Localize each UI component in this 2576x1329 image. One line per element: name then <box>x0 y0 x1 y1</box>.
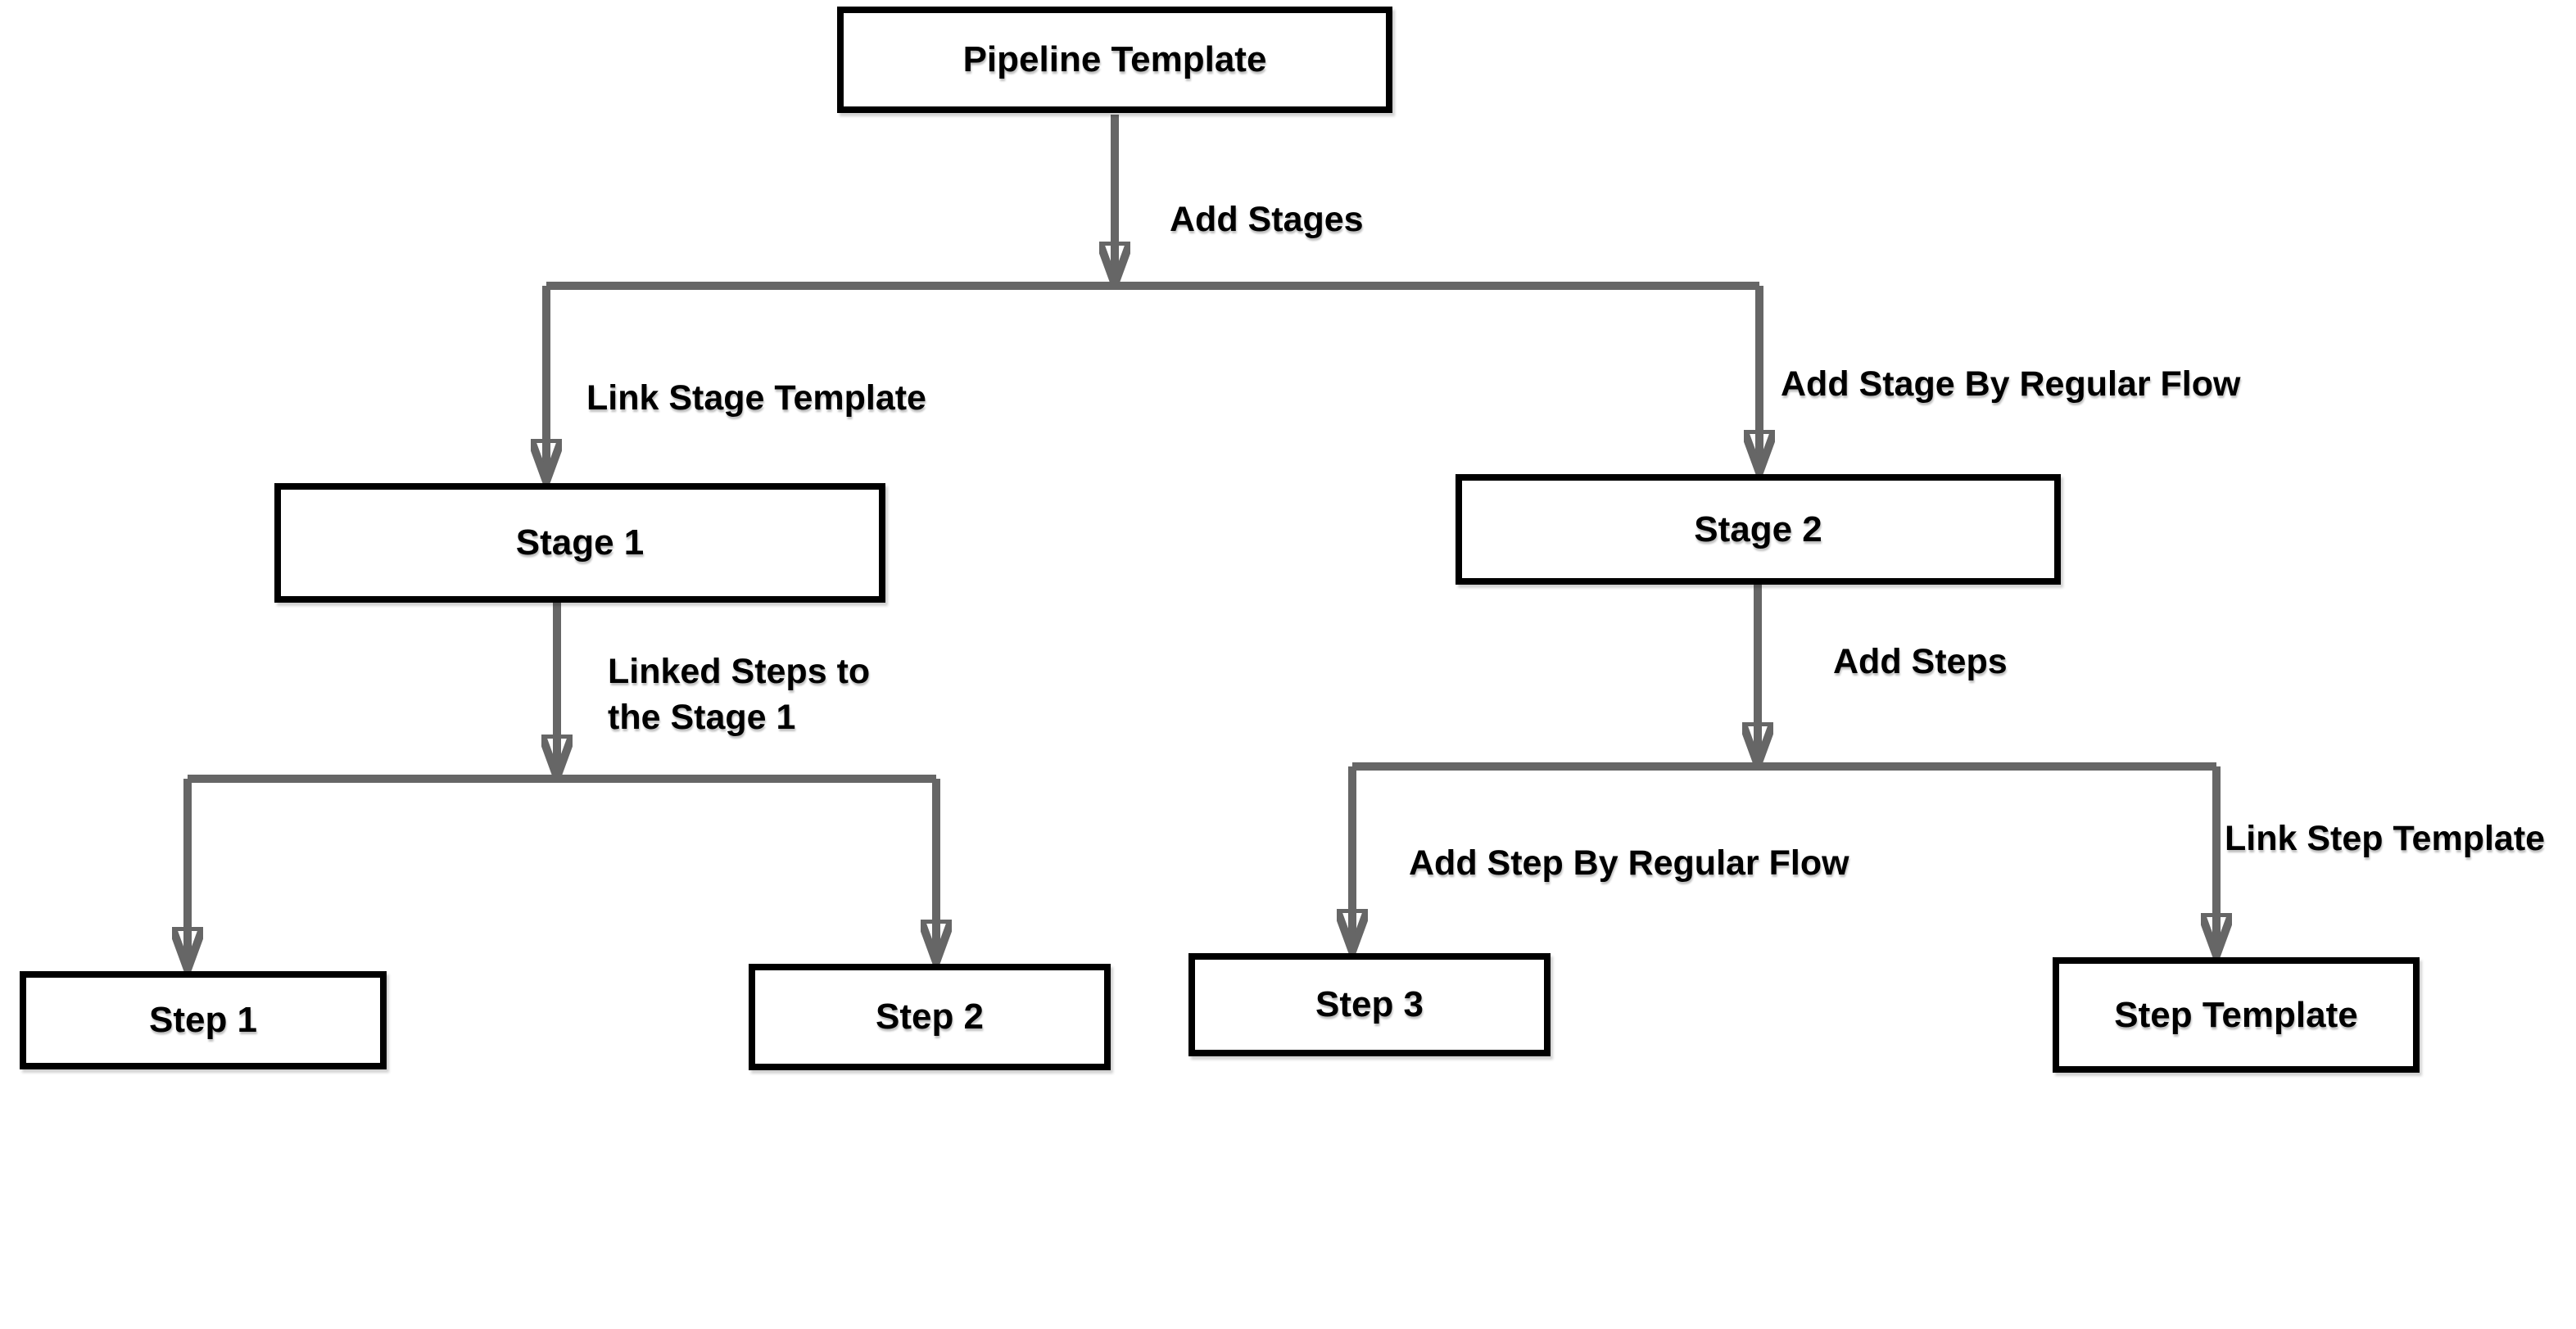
edge-label-add-stages: Add Stages <box>1170 200 1364 239</box>
node-step-template: Step Template <box>2053 957 2420 1073</box>
edge-label-linked-steps-to-the-stage-1: Linked Steps to the Stage 1 <box>608 652 871 737</box>
edge-label-link-stage-template: Link Stage Template <box>586 378 926 418</box>
node-pipeline-template: Pipeline Template <box>837 7 1392 113</box>
node-step-3: Step 3 <box>1188 953 1551 1056</box>
edge-label-link-step-template: Link Step Template <box>2225 819 2546 858</box>
node-stage-2: Stage 2 <box>1456 474 2061 585</box>
node-step-1: Step 1 <box>20 971 387 1069</box>
edge-label-add-stage-by-regular-flow: Add Stage By Regular Flow <box>1781 364 2241 404</box>
edge-label-add-step-by-regular-flow: Add Step By Regular Flow <box>1409 843 1849 883</box>
edge-label-add-steps: Add Steps <box>1833 642 2008 681</box>
node-step-2: Step 2 <box>749 964 1111 1070</box>
node-stage-1: Stage 1 <box>274 483 885 603</box>
